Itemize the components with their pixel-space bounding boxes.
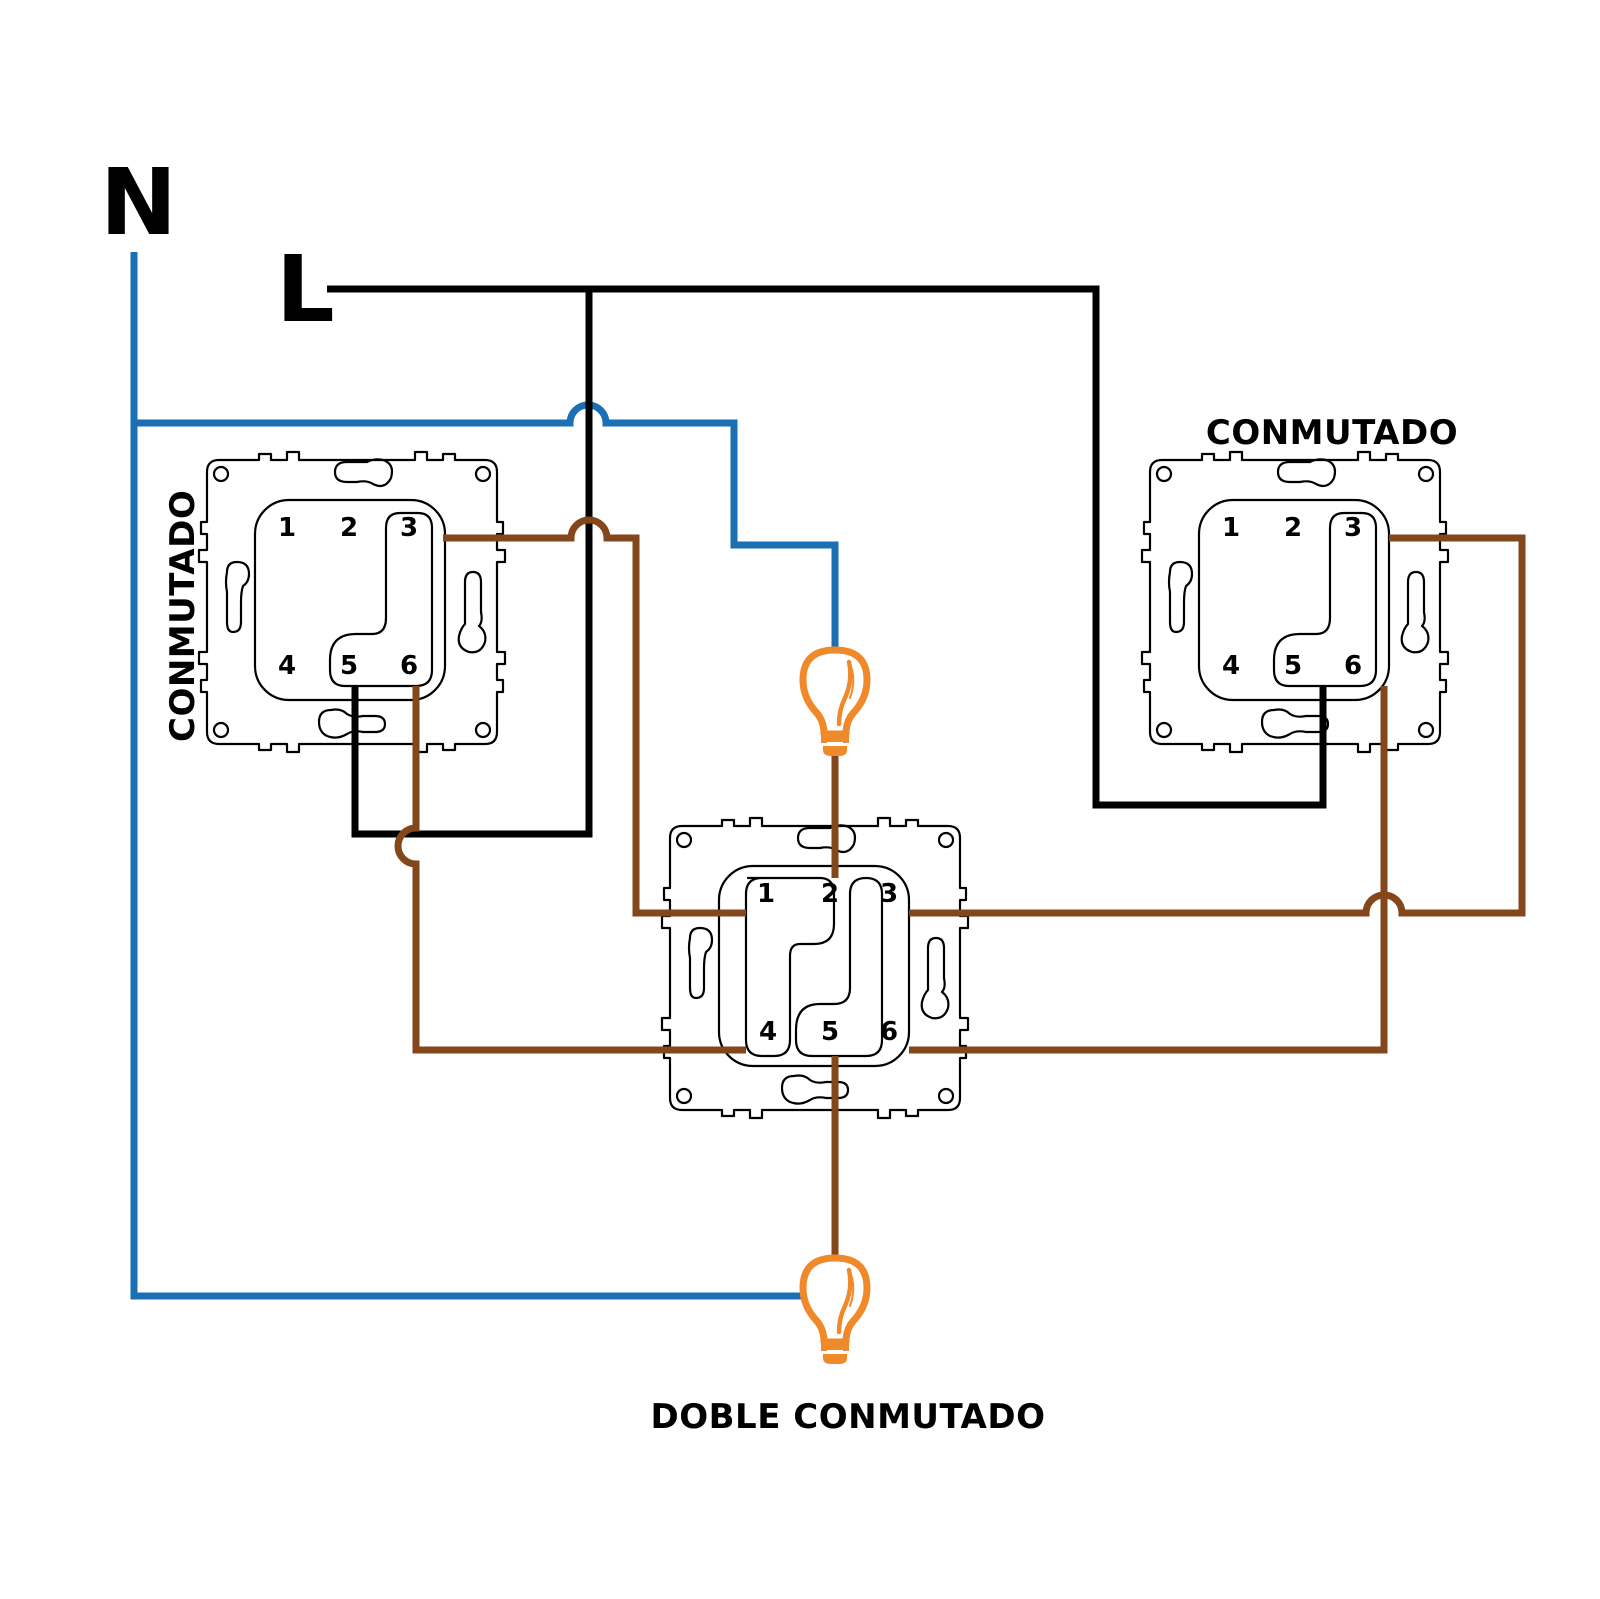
- right-switch-bridge-3-5: [1272, 511, 1378, 688]
- right-terminal-3: 3: [1344, 513, 1362, 543]
- right-switch-label: CONMUTADO: [1206, 413, 1458, 453]
- live-label: L: [276, 236, 335, 343]
- wire-left6-to-center4: [394, 686, 746, 1054]
- right-switch-body: [1197, 498, 1391, 702]
- center-terminal-1: 1: [757, 879, 775, 909]
- neutral-wire-main: [130, 252, 808, 1300]
- left-terminal-5: 5: [340, 651, 358, 681]
- center-switch-bridge-3-5-6: [794, 876, 884, 1058]
- right-switch: 1 2 3 4 5 6: [1140, 450, 1450, 754]
- left-switch-bridge-3-5: [328, 511, 434, 688]
- right-terminal-6: 6: [1344, 651, 1362, 681]
- left-switch-body: [253, 498, 447, 702]
- right-terminal-4: 4: [1222, 651, 1240, 681]
- left-terminal-1: 1: [278, 513, 296, 543]
- right-switch-plate: [1140, 450, 1450, 754]
- left-terminal-3: 3: [400, 513, 418, 543]
- center-switch-label: DOBLE CONMUTADO: [650, 1397, 1045, 1437]
- left-terminal-2: 2: [340, 513, 358, 543]
- lightbulb-icon: [803, 1258, 867, 1364]
- lightbulb-icon: [803, 650, 867, 756]
- right-terminal-2: 2: [1284, 513, 1302, 543]
- right-terminal-1: 1: [1222, 513, 1240, 543]
- center-switch-body: [717, 864, 911, 1068]
- center-switch: 1 2 3 4 5 6: [660, 816, 970, 1120]
- neutral-label: N: [100, 149, 177, 256]
- center-terminal-6: 6: [880, 1017, 898, 1047]
- center-terminal-3: 3: [880, 879, 898, 909]
- left-switch: 1 2 3 4 5 6: [197, 450, 507, 754]
- wire-right6-to-center6: [909, 686, 1388, 1054]
- live-wire-to-left-switch: [351, 289, 593, 838]
- left-switch-label: CONMUTADO: [163, 490, 203, 742]
- wire-right3-to-center3: [909, 534, 1526, 917]
- center-terminal-5: 5: [821, 1017, 839, 1047]
- right-terminal-5: 5: [1284, 651, 1302, 681]
- live-wire-main: [327, 285, 1327, 809]
- center-switch-plate: [660, 816, 970, 1120]
- center-terminal-2: 2: [821, 879, 839, 909]
- left-terminal-6: 6: [400, 651, 418, 681]
- center-terminal-4: 4: [759, 1017, 777, 1047]
- neutral-wire-to-upper-bulb: [134, 401, 839, 648]
- center-switch-bridge-1-2-4: [744, 876, 836, 1058]
- left-terminal-4: 4: [278, 651, 296, 681]
- wire-left3-to-center1: [443, 516, 746, 917]
